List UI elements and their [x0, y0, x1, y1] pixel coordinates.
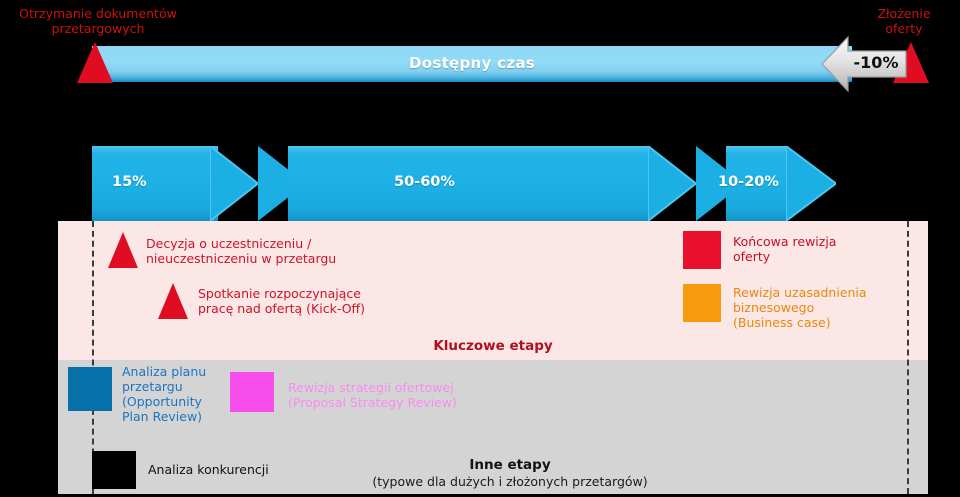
available-time-label: Dostępny czas — [408, 54, 536, 72]
key-stages-title: Kluczowe etapy — [433, 338, 553, 354]
timeline-guide-right — [907, 221, 909, 494]
phase-chevron-2-tip — [648, 146, 696, 221]
time-reduction-value: -10% — [853, 53, 899, 72]
other-stages-panel — [58, 360, 928, 494]
square-swatch-orange — [683, 284, 721, 322]
square-swatch-blue — [68, 367, 112, 411]
phase-chevron-band: 15% 50-60% 10-20% — [92, 146, 836, 221]
start-marker-triangle-icon — [77, 42, 113, 83]
phase-chevron-3-notch — [696, 146, 744, 221]
square-swatch-red — [683, 231, 721, 269]
legend-item-final-review: Końcowa rewizja oferty — [683, 231, 836, 269]
phase-label-2: 50-60% — [394, 174, 455, 190]
legend-label-competition-analysis: Analiza konkurencji — [148, 462, 269, 477]
phase-chevron-3 — [726, 146, 788, 221]
phase-chevron-1-tip — [210, 146, 258, 221]
legend-item-competition-analysis: Analiza konkurencji — [92, 451, 269, 489]
other-stages-title: Inne etapy — [469, 457, 551, 473]
legend-item-kickoff: Spotkanie rozpoczynające pracę nad ofert… — [158, 283, 365, 319]
other-stages-subtitle: (typowe dla dużych i złożonych przetargó… — [372, 474, 648, 489]
milestone-label-end: Złożenie oferty — [877, 6, 931, 36]
legend-label-business-case: Rewizja uzasadnienia biznesowego (Busine… — [733, 285, 867, 330]
key-stages-panel — [58, 221, 928, 360]
triangle-marker-icon — [108, 232, 138, 268]
time-reduction-arrow: -10% — [820, 34, 908, 94]
legend-label-proposal-strategy: Rewizja strategii ofertowej (Proposal St… — [288, 380, 457, 410]
legend-item-business-case: Rewizja uzasadnienia biznesowego (Busine… — [683, 284, 867, 330]
phase-chevron-3-tip — [786, 146, 836, 221]
timeline-guide-left — [92, 221, 94, 494]
phase-chevron-2-notch — [258, 146, 306, 221]
legend-label-opportunity-plan: Analiza planu przetargu (Opportunity Pla… — [122, 364, 207, 424]
available-time-bar: Dostępny czas — [92, 46, 852, 82]
phase-chevron-2 — [288, 146, 650, 221]
phase-chevron-1 — [92, 146, 218, 221]
square-swatch-magenta — [230, 372, 274, 412]
legend-item-opportunity-plan: Analiza planu przetargu (Opportunity Pla… — [68, 364, 207, 424]
legend-item-proposal-strategy: Rewizja strategii ofertowej (Proposal St… — [230, 372, 457, 412]
phase-label-3: 10-20% — [718, 174, 779, 190]
triangle-marker-icon — [158, 283, 188, 319]
legend-item-decision: Decyzja o uczestniczeniu / nieuczestnicz… — [108, 232, 336, 268]
milestone-label-start: Otrzymanie dokumentów przetargowych — [19, 6, 177, 36]
legend-label-kickoff: Spotkanie rozpoczynające pracę nad ofert… — [198, 286, 366, 316]
legend-label-final-review: Końcowa rewizja oferty — [733, 234, 837, 264]
legend-label-decision: Decyzja o uczestniczeniu / nieuczestnicz… — [146, 236, 337, 266]
square-swatch-black — [92, 451, 136, 489]
phase-label-1: 15% — [112, 174, 147, 190]
left-arrow-icon — [821, 35, 907, 93]
